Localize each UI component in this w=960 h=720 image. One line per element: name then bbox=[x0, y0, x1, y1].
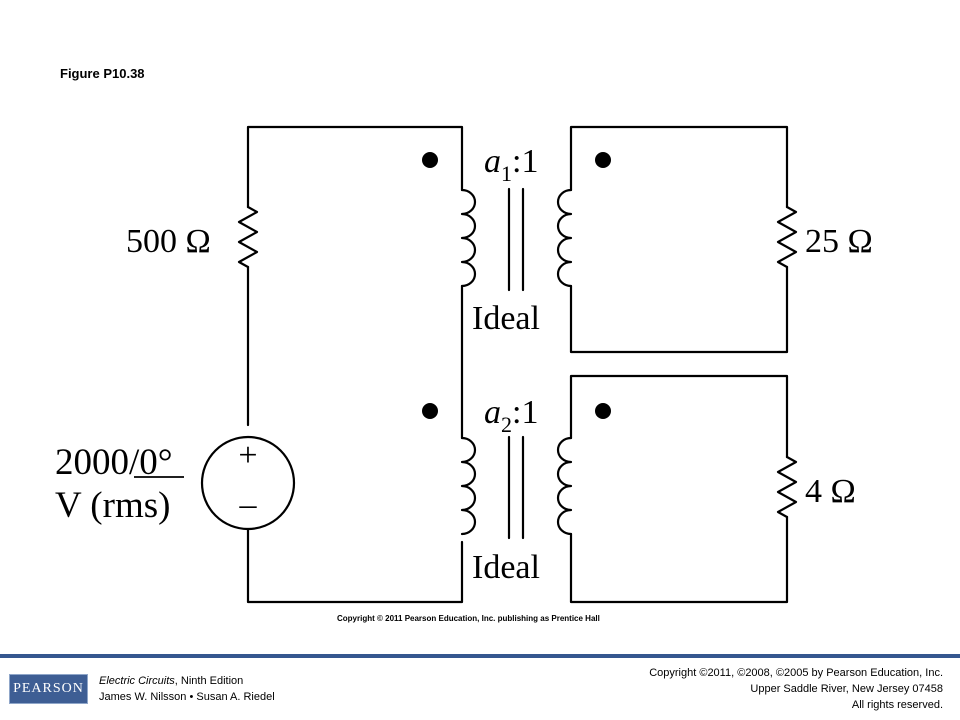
transformer1-primary-coil bbox=[460, 188, 477, 288]
transformer1-primary-dot bbox=[422, 152, 438, 168]
transformer2-secondary-dot bbox=[595, 403, 611, 419]
source-label-line2: V (rms) bbox=[55, 485, 170, 526]
transformer2-primary-dot bbox=[422, 403, 438, 419]
primary-resistor-label: 500 Ω bbox=[126, 223, 211, 260]
secondary1-wire-return bbox=[569, 265, 789, 354]
transformer1-secondary-dot bbox=[595, 152, 611, 168]
secondary2-wire-return bbox=[569, 515, 789, 604]
copyright-line-2: Upper Saddle River, New Jersey 07458 bbox=[750, 683, 943, 695]
primary-resistor-500 bbox=[237, 205, 259, 269]
primary-wire-top-left bbox=[246, 125, 464, 209]
book-title: Electric Circuits bbox=[99, 675, 175, 687]
load2-resistor-label: 4 Ω bbox=[805, 473, 856, 510]
transformer2-secondary-coil bbox=[556, 436, 573, 536]
load1-resistor-label: 25 Ω bbox=[805, 223, 873, 260]
transformer1-ideal-label: Ideal bbox=[472, 300, 540, 337]
primary-wire-bottom bbox=[246, 527, 464, 604]
book-info: Electric Circuits, Ninth Edition James W… bbox=[99, 673, 275, 705]
figure-copyright: Copyright © 2011 Pearson Education, Inc.… bbox=[337, 614, 600, 623]
publisher-info: Copyright ©2011, ©2008, ©2005 by Pearson… bbox=[649, 665, 943, 713]
book-authors: James W. Nilsson • Susan A. Riedel bbox=[99, 691, 275, 703]
pearson-logo: PEARSON bbox=[9, 674, 88, 704]
transformer1-secondary-coil bbox=[556, 188, 573, 288]
source-minus-sign: – bbox=[239, 486, 258, 523]
transformer2-primary-coil bbox=[460, 436, 477, 536]
copyright-line-1: Copyright ©2011, ©2008, ©2005 by Pearson… bbox=[649, 667, 943, 679]
load2-resistor-4 bbox=[776, 455, 798, 519]
source-plus-sign: + bbox=[238, 437, 257, 474]
source-label-line1: 2000/0° bbox=[55, 442, 173, 483]
book-edition: , Ninth Edition bbox=[174, 675, 244, 687]
transformer2-ratio: a2:1 bbox=[484, 394, 538, 437]
copyright-line-3: All rights reserved. bbox=[851, 699, 943, 711]
figure-title: Figure P10.38 bbox=[60, 66, 145, 81]
transformer2-ideal-label: Ideal bbox=[472, 549, 540, 586]
circuit-diagram: + – 2000/0° V (rms) 500 Ω 25 Ω 4 Ω a1:1 … bbox=[55, 125, 873, 604]
load1-resistor-25 bbox=[776, 205, 798, 269]
secondary1-wire bbox=[569, 125, 789, 209]
footer-rule bbox=[0, 654, 960, 658]
secondary2-wire bbox=[569, 374, 789, 459]
book-title-line: Electric Circuits, Ninth Edition bbox=[99, 673, 275, 689]
transformer1-ratio: a1:1 bbox=[484, 143, 538, 186]
